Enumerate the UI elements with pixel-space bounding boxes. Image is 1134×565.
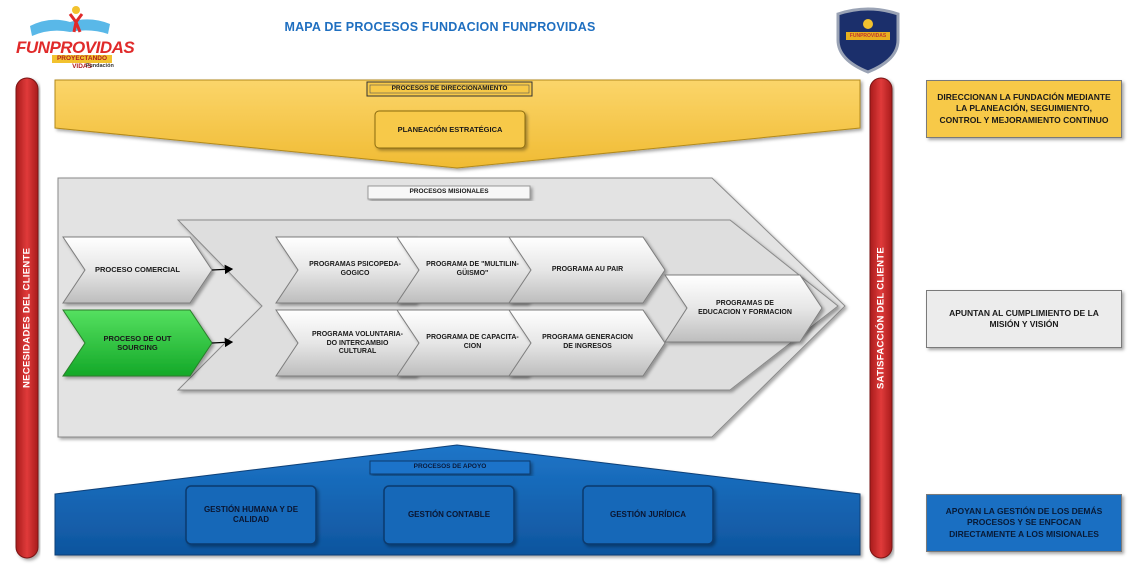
apoyo-header-box bbox=[369, 460, 531, 475]
right-red-bar bbox=[869, 77, 893, 559]
direccionamiento-header-box bbox=[366, 81, 533, 97]
row2-label-1: PROGRAMA VOLUNTARIA-DO INTERCAMBIO CULTU… bbox=[312, 330, 403, 356]
row2-label-3: PROGRAMA GENERACION DE INGRESOS bbox=[542, 334, 633, 350]
row1-label-1: PROGRAMAS PSICOPEDA-GOGICO bbox=[309, 261, 401, 277]
misionales-note: APUNTAN AL CUMPLIMIENTO DE LA MISIÓN Y V… bbox=[926, 290, 1122, 348]
apoyo-label-2: GESTIÓN CONTABLE bbox=[407, 510, 491, 519]
apoyo-box-1 bbox=[185, 485, 317, 545]
logo-tagline: PROYECTANDO VIDAS bbox=[52, 55, 112, 70]
chevron-educacion bbox=[664, 274, 823, 343]
apoyo-label-1: GESTIÓN HUMANA Y DE CALIDAD bbox=[203, 505, 299, 524]
left-red-bar bbox=[15, 77, 39, 559]
out-sourcing-label: PROCESO DE OUT SOURCING bbox=[103, 333, 172, 352]
proceso-comercial-label: PROCESO COMERCIAL bbox=[94, 265, 180, 275]
educacion-label: PROGRAMAS DE EDUCACION Y FORMACION bbox=[698, 300, 792, 316]
shield-logo-icon bbox=[836, 7, 900, 74]
planeacion-label: PLANEACIÓN ESTRATÉGICA bbox=[397, 124, 503, 134]
funprovidas-logo-icon bbox=[30, 6, 110, 36]
logo-brand: FUNPROVIDAS bbox=[16, 38, 135, 57]
direccionamiento-note: DIRECCIONAN LA FUNDACIÓN MEDIANTE LA PLA… bbox=[926, 80, 1122, 138]
misionales-header: PROCESOS MISIONALES bbox=[409, 188, 489, 196]
page-title: MAPA DE PROCESOS FUNDACION FUNPROVIDAS bbox=[284, 20, 596, 34]
chevron-proceso-comercial bbox=[62, 236, 213, 304]
row2-label-2: PROGRAMA DE CAPACITA-CION bbox=[426, 334, 519, 350]
apoyo-box-2 bbox=[383, 485, 515, 545]
apoyo-label-3: GESTIÓN JURÍDICA bbox=[609, 510, 686, 519]
left-bar-label: NECESIDADES DEL CLIENTE bbox=[21, 247, 33, 389]
direccionamiento-header: PROCESOS DE DIRECCIONAMIENTO bbox=[391, 84, 508, 92]
chevron-out-sourcing bbox=[62, 309, 213, 377]
misionales-header-box bbox=[367, 185, 531, 200]
apoyo-box-3 bbox=[582, 485, 714, 545]
apoyo-note: APOYAN LA GESTIÓN DE LOS DEMÁS PROCESOS … bbox=[926, 494, 1122, 552]
right-bar-label: SATISFACCIÓN DEL CLIENTE bbox=[875, 247, 887, 389]
row1-label-2: PROGRAMA DE "MULTILIN-GÜISMO" bbox=[426, 261, 519, 277]
planeacion-box bbox=[374, 110, 526, 149]
apoyo-header: PROCESOS DE APOYO bbox=[413, 463, 487, 471]
row1-label-3: PROGRAMA AU PAIR bbox=[551, 265, 624, 273]
logo-sub: Fundación bbox=[86, 63, 114, 69]
chevron-row2-3 bbox=[508, 309, 666, 377]
shield-text: FUNPROVIDAS bbox=[849, 33, 887, 39]
chevron-row1-3 bbox=[508, 236, 666, 304]
